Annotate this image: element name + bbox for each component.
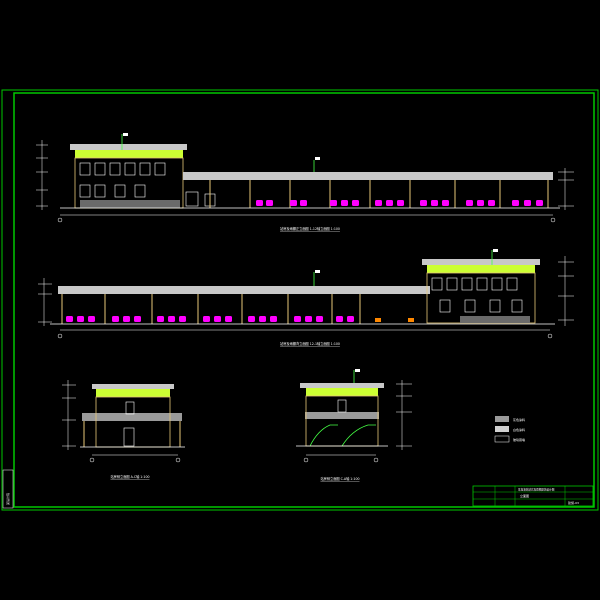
side-right-axis-c (303, 457, 309, 463)
axis-marker-left (57, 217, 63, 223)
canopy-roof (183, 172, 553, 180)
axis-marker-left-2 (57, 333, 63, 339)
side-left-axis-c (175, 457, 181, 463)
canopy-roof-2 (58, 286, 430, 294)
side-right-ramp-1 (309, 424, 338, 447)
building-fascia-2 (427, 265, 535, 273)
building-plinth-2 (460, 316, 530, 323)
legend-swatch-3 (494, 435, 510, 443)
level-marks-side-left (62, 380, 76, 450)
side-right-roof (300, 383, 384, 388)
axis-marker-right-2 (547, 333, 553, 339)
side-left-fascia (96, 389, 170, 397)
legend-swatch-1 (495, 416, 509, 422)
side-left-title: 站房侧立面图 A-C轴 1:100 (110, 474, 149, 479)
elevation-back: 站房及雨棚背立面图 12-1轴立面图 1:100 (38, 249, 574, 346)
title-block: 某加油站站房及雨棚建筑设计图 立面图 建施-03 (472, 485, 594, 507)
side-elevation-right: 站房侧立面图 C-A轴 1:100 (296, 369, 412, 481)
building-roof-2 (422, 259, 540, 265)
side-left-roof (92, 384, 174, 389)
side-left-window (125, 401, 135, 415)
legend-label-3: 玻璃幕墙 (513, 437, 525, 442)
flag (123, 133, 128, 136)
side-right-body (305, 395, 379, 447)
level-marks-side-right (396, 380, 412, 450)
side-right-ramp-2 (341, 424, 376, 447)
side-left-axis-a (89, 457, 95, 463)
side-right-title: 站房侧立面图 C-A轴 1:100 (320, 476, 359, 481)
vehicles-row-2 (66, 316, 354, 322)
mast-flag (315, 157, 320, 160)
side-right-fascia (306, 388, 378, 396)
level-marks-right-2 (558, 256, 574, 326)
building-windows-2 (431, 277, 523, 313)
level-marks-left (36, 140, 48, 210)
building-roof (70, 144, 187, 150)
binding-strip-label: 某设计院 (5, 493, 10, 505)
title-block-number: 建施-03 (568, 500, 579, 505)
legend-swatch-2 (495, 426, 509, 432)
inner-border (13, 92, 595, 508)
flag-2 (493, 249, 498, 252)
side-elevation-left: 站房侧立面图 A-C轴 1:100 (62, 380, 185, 479)
title-block-project: 某加油站站房及雨棚建筑设计图 (518, 488, 555, 492)
side-right-flag (355, 369, 360, 372)
building-fascia (75, 150, 183, 158)
mast-flag-2 (315, 270, 320, 273)
building-windows (79, 162, 216, 207)
side-left-body (95, 396, 171, 448)
level-marks-right (558, 168, 574, 210)
outer-border (1, 89, 599, 511)
elevation-1-title: 站房及雨棚正立面图 1-12轴立面图 1:100 (280, 226, 340, 231)
side-right-band (305, 412, 379, 419)
side-left-door (123, 427, 135, 447)
vehicles-row (256, 200, 543, 206)
side-right-window (337, 399, 347, 413)
canopy-columns-2 (61, 294, 361, 324)
side-left-band (82, 413, 182, 421)
building-body-2 (426, 272, 536, 324)
building-plinth (80, 200, 180, 208)
side-left-columns (83, 421, 181, 447)
elevation-2-title: 站房及雨棚背立面图 12-1轴立面图 1:100 (280, 341, 340, 346)
legend-label-2: 白色涂料 (513, 427, 525, 432)
axis-marker-right (550, 217, 556, 223)
side-right-axis-a (373, 457, 379, 463)
level-marks-left-2 (38, 278, 52, 326)
legend-label-1: 灰色涂料 (513, 417, 525, 422)
pump-details-2 (375, 318, 414, 322)
elevation-front: 站房及雨棚正立面图 1-12轴立面图 1:100 (36, 133, 574, 231)
title-block-drawing: 立面图 (520, 493, 529, 498)
material-legend: 灰色涂料 白色涂料 玻璃幕墙 (494, 416, 525, 443)
binding-strip (2, 469, 14, 509)
